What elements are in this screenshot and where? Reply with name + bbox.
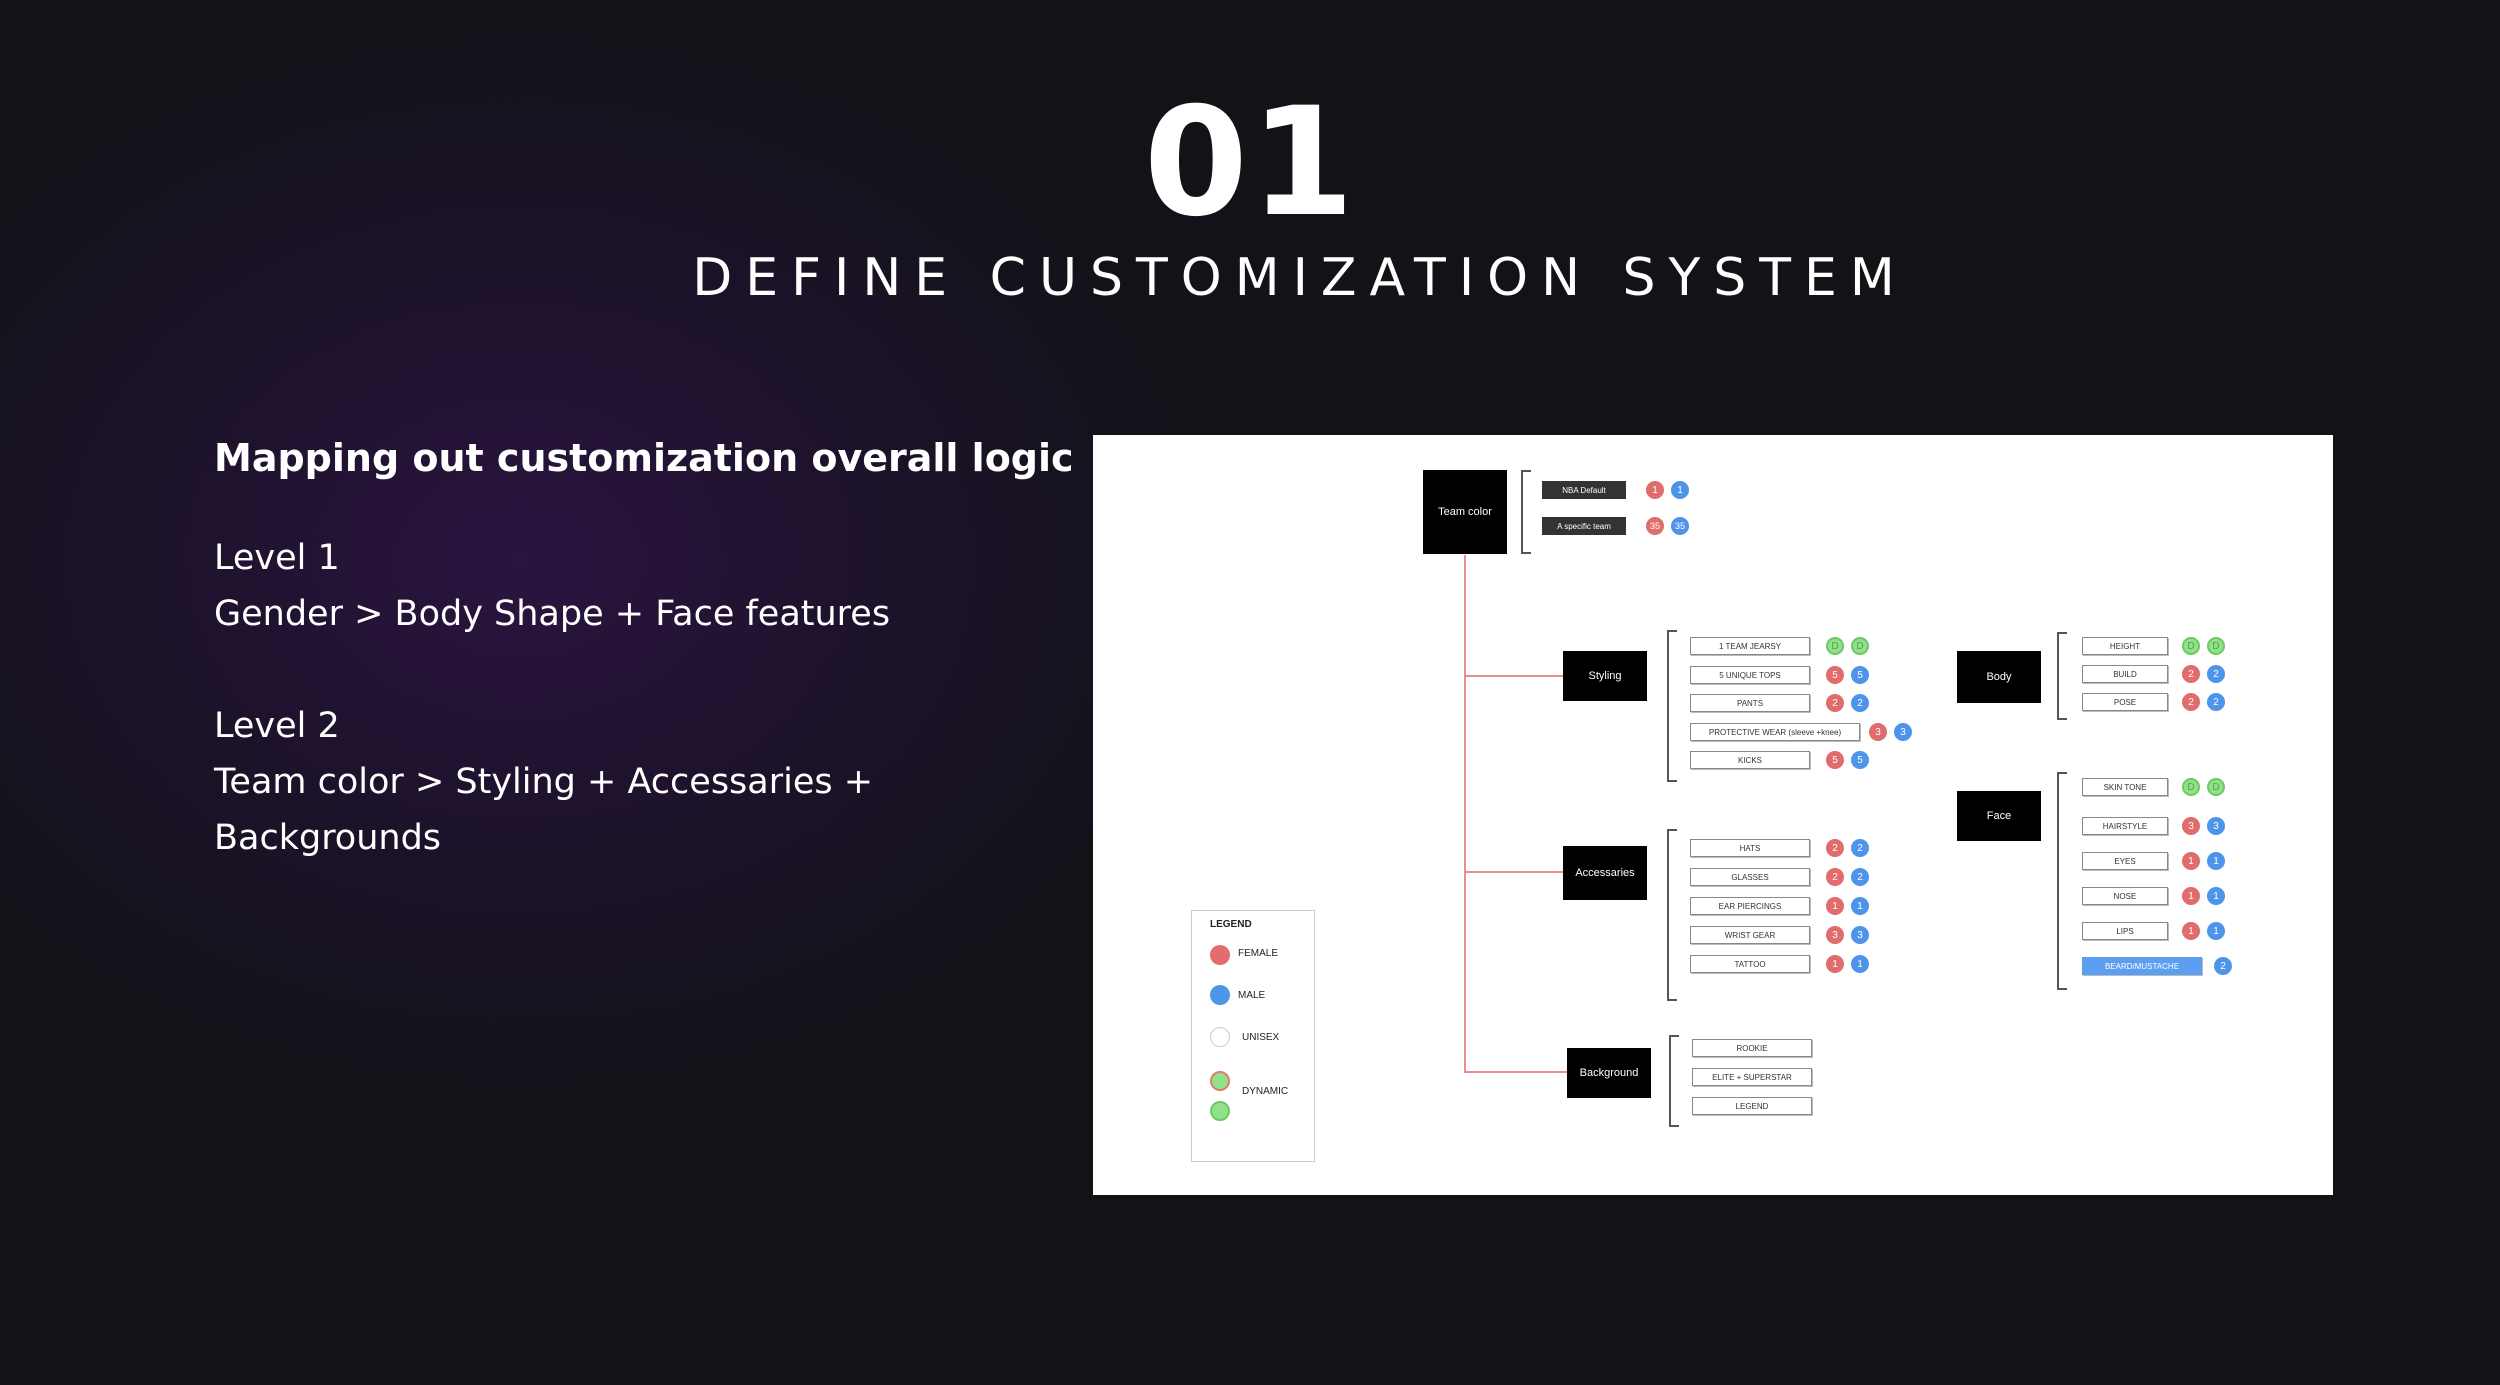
legend-title: LEGEND bbox=[1210, 919, 1252, 930]
level1-title: Level 1 bbox=[214, 538, 340, 578]
item-rookie: ROOKIE bbox=[1692, 1039, 1812, 1057]
body-bracket bbox=[2057, 632, 2067, 720]
body-node: Body bbox=[1957, 651, 2041, 703]
level1-text: Gender > Body Shape + Face features bbox=[214, 594, 891, 634]
female-count-badge: 2 bbox=[1826, 868, 1844, 886]
face-bracket bbox=[2057, 772, 2067, 990]
styling-bracket bbox=[1667, 630, 1677, 782]
item-glasses: GLASSES bbox=[1690, 868, 1810, 886]
male-count-badge: 1 bbox=[1851, 955, 1869, 973]
item-lips: LIPS bbox=[2082, 922, 2168, 940]
level2-title: Level 2 bbox=[214, 706, 340, 746]
background-bracket bbox=[1669, 1035, 1679, 1127]
item-team-jearsy: 1 TEAM JEARSY bbox=[1690, 637, 1810, 655]
male-count-badge: 5 bbox=[1851, 666, 1869, 684]
item-pants: PANTS bbox=[1690, 694, 1810, 712]
female-count-badge: 1 bbox=[2182, 852, 2200, 870]
male-count-badge: 2 bbox=[1851, 839, 1869, 857]
connector-lines bbox=[1464, 555, 1567, 1073]
legend-dynamic-label: DYNAMIC bbox=[1242, 1086, 1289, 1097]
male-count-badge: 2 bbox=[1851, 868, 1869, 886]
item-tattoo: TATTOO bbox=[1690, 955, 1810, 973]
level2-text: Team color > Styling + Accessaries + Bac… bbox=[214, 762, 874, 858]
team-color-node: Team color bbox=[1423, 470, 1507, 554]
legend-male-label: MALE bbox=[1238, 990, 1266, 1001]
female-count-badge: 5 bbox=[1826, 666, 1844, 684]
diagram-legend: LEGEND FEMALE MALE UNISEX DYNAMIC bbox=[1191, 910, 1315, 1162]
item-wrist-gear: WRIST GEAR bbox=[1690, 926, 1810, 944]
male-count-badge: 5 bbox=[1851, 751, 1869, 769]
male-count-badge: 2 bbox=[2214, 957, 2232, 975]
female-count-badge: 2 bbox=[1826, 839, 1844, 857]
dynamic-badge: D bbox=[1851, 637, 1869, 655]
female-count-badge: 3 bbox=[1869, 723, 1887, 741]
styling-node: Styling bbox=[1563, 651, 1647, 701]
item-legend: LEGEND bbox=[1692, 1097, 1812, 1115]
item-height: HEIGHT bbox=[2082, 637, 2168, 655]
female-count-badge: 3 bbox=[2182, 817, 2200, 835]
intro-heading: Mapping out customization overall logic bbox=[214, 436, 1074, 480]
female-count-badge: 1 bbox=[1826, 897, 1844, 915]
male-count-badge: 1 bbox=[1671, 481, 1689, 499]
item-ear-piercings: EAR PIERCINGS bbox=[1690, 897, 1810, 915]
team-option-specific-team: A specific team bbox=[1542, 517, 1626, 535]
dynamic-badge: D bbox=[2207, 637, 2225, 655]
item-elite-superstar: ELITE + SUPERSTAR bbox=[1692, 1068, 1812, 1086]
face-node: Face bbox=[1957, 791, 2041, 841]
legend-unisex-label: UNISEX bbox=[1242, 1032, 1280, 1043]
accessaries-bracket bbox=[1667, 829, 1677, 1001]
male-count-badge: 2 bbox=[2207, 665, 2225, 683]
male-count-badge: 1 bbox=[1851, 897, 1869, 915]
dynamic-legend-dot-female bbox=[1210, 1071, 1230, 1091]
female-count-badge: 2 bbox=[2182, 665, 2200, 683]
team-option-nba-default: NBA Default bbox=[1542, 481, 1626, 499]
team-color-bracket bbox=[1521, 470, 1531, 554]
female-count-badge: 5 bbox=[1826, 751, 1844, 769]
male-count-badge: 3 bbox=[2207, 817, 2225, 835]
dynamic-badge: D bbox=[2182, 637, 2200, 655]
male-legend-dot bbox=[1210, 985, 1230, 1005]
section-number: 01 bbox=[1143, 76, 1357, 250]
female-count-badge: 2 bbox=[2182, 693, 2200, 711]
section-title: DEFINE CUSTOMIZATION SYSTEM bbox=[692, 248, 1908, 308]
unisex-legend-dot bbox=[1210, 1027, 1230, 1047]
item-unique-tops: 5 UNIQUE TOPS bbox=[1690, 666, 1810, 684]
male-count-badge: 2 bbox=[2207, 693, 2225, 711]
female-count-badge: 1 bbox=[1826, 955, 1844, 973]
customization-diagram: Team color NBA Default A specific team 1… bbox=[1093, 435, 2333, 1195]
male-count-badge: 3 bbox=[1894, 723, 1912, 741]
male-count-badge: 1 bbox=[2207, 852, 2225, 870]
dynamic-badge: D bbox=[2207, 778, 2225, 796]
female-count-badge: 35 bbox=[1646, 517, 1664, 535]
dynamic-legend-dot-male bbox=[1210, 1101, 1230, 1121]
female-count-badge: 1 bbox=[2182, 922, 2200, 940]
male-count-badge: 2 bbox=[1851, 694, 1869, 712]
item-build: BUILD bbox=[2082, 665, 2168, 683]
dynamic-badge: D bbox=[1826, 637, 1844, 655]
male-count-badge: 1 bbox=[2207, 922, 2225, 940]
male-count-badge: 3 bbox=[1851, 926, 1869, 944]
item-protective-wear: PROTECTIVE WEAR (sleeve +knee) bbox=[1690, 723, 1860, 741]
item-kicks: KICKS bbox=[1690, 751, 1810, 769]
item-hats: HATS bbox=[1690, 839, 1810, 857]
item-skin-tone: SKIN TONE bbox=[2082, 778, 2168, 796]
female-count-badge: 3 bbox=[1826, 926, 1844, 944]
item-hairstyle: HAIRSTYLE bbox=[2082, 817, 2168, 835]
item-pose: POSE bbox=[2082, 693, 2168, 711]
female-legend-dot bbox=[1210, 945, 1230, 965]
female-count-badge: 1 bbox=[1646, 481, 1664, 499]
female-count-badge: 2 bbox=[1826, 694, 1844, 712]
female-count-badge: 1 bbox=[2182, 887, 2200, 905]
item-eyes: EYES bbox=[2082, 852, 2168, 870]
male-count-badge: 1 bbox=[2207, 887, 2225, 905]
accessaries-node: Accessaries bbox=[1563, 846, 1647, 900]
dynamic-badge: D bbox=[2182, 778, 2200, 796]
background-node: Background bbox=[1567, 1048, 1651, 1098]
item-beard-mustache: BEARD/MUSTACHE bbox=[2082, 957, 2202, 975]
male-count-badge: 35 bbox=[1671, 517, 1689, 535]
item-nose: NOSE bbox=[2082, 887, 2168, 905]
intro-text: Mapping out customization overall logic … bbox=[214, 430, 1074, 866]
legend-female-label: FEMALE bbox=[1238, 948, 1279, 959]
